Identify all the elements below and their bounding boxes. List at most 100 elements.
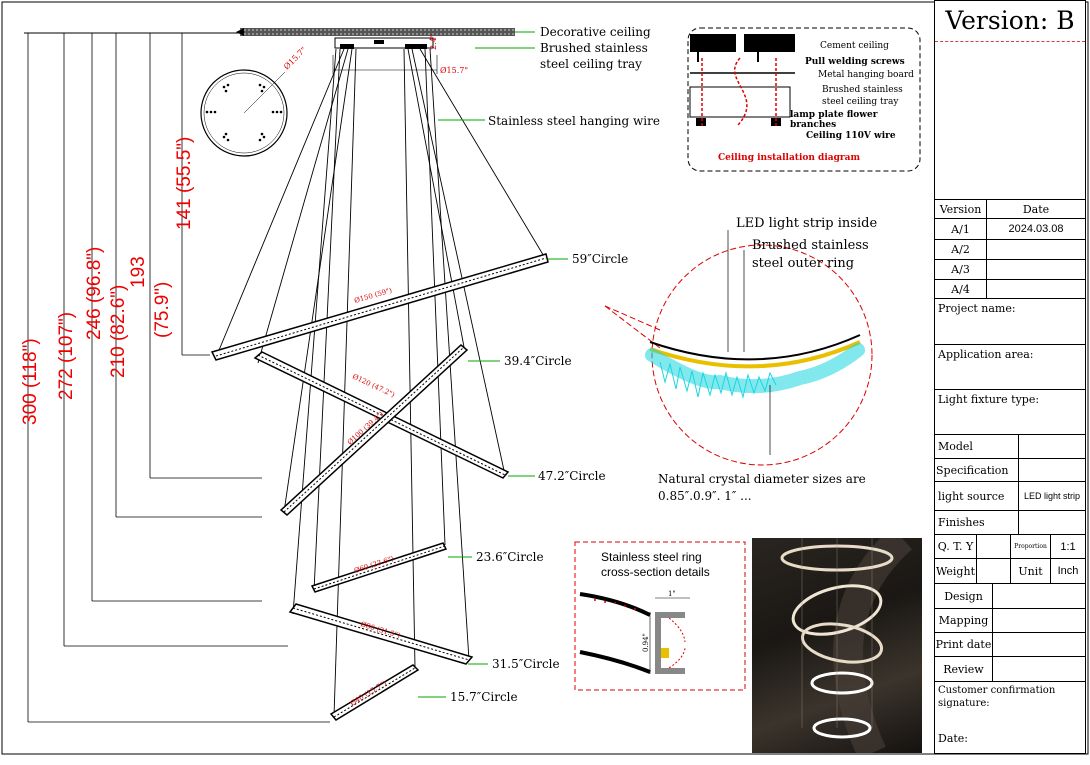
label-hanging-wire: Stainless steel hanging wire xyxy=(488,114,660,128)
finishes-label: Finishes xyxy=(935,511,1019,534)
date-cell xyxy=(987,280,1085,298)
date-cell xyxy=(987,260,1085,279)
label-outer-ring-2: steel outer ring xyxy=(752,256,854,271)
version-row: A/4 xyxy=(935,280,1085,299)
cs-height: 0.94" xyxy=(642,633,650,652)
label-circle-15: 15.7″Circle xyxy=(450,690,518,704)
proportion-value: 1:1 xyxy=(1060,540,1076,553)
light-source-value: LED light strip xyxy=(1023,491,1081,501)
inst-board: Metal hanging board xyxy=(818,70,914,80)
ring-59 xyxy=(210,253,549,361)
date-cell xyxy=(987,240,1085,259)
label-circle-59: 59″Circle xyxy=(572,252,628,266)
label-crystal-1: Natural crystal diameter sizes are xyxy=(658,472,866,486)
version-col: Version xyxy=(935,200,987,218)
customer-label-2: signature: xyxy=(938,698,990,709)
customer-date-label: Date: xyxy=(938,732,969,745)
customer-row: Customer confirmation signature: Date: xyxy=(935,682,1085,753)
finishes-row: Finishes xyxy=(935,511,1085,535)
label-circle-47: 47.2″Circle xyxy=(538,469,606,483)
label-led-strip: LED light strip inside xyxy=(736,216,877,231)
version-cell: A/3 xyxy=(935,260,987,279)
date-col: Date xyxy=(1022,202,1050,216)
model-label: Model xyxy=(935,435,1019,458)
dim-300: 300 (118") xyxy=(20,338,41,425)
version-cell: A/2 xyxy=(935,240,987,259)
dim-272: 272 (107") xyxy=(56,312,77,400)
label-tray-1: Brushed stainless xyxy=(540,41,648,55)
dimension-lines xyxy=(27,33,330,723)
inst-title: Ceiling installation diagram xyxy=(718,153,860,163)
ring-15 xyxy=(329,664,420,721)
specification-label: Specification xyxy=(935,459,1019,481)
dim-141: 141 (55.5") xyxy=(174,137,195,230)
light-source-label: light source xyxy=(935,482,1019,510)
customer-label-1: Customer confirmation xyxy=(938,685,1056,696)
inst-wire: Ceiling 110V wire xyxy=(806,131,896,141)
design-row: Design xyxy=(935,584,1085,609)
cs-title-2: cross-section details xyxy=(601,565,710,579)
label-circle-39: 39.4″Circle xyxy=(504,354,572,368)
weight-label: Weight xyxy=(935,559,977,583)
ceiling-tray xyxy=(334,37,434,49)
fixture-type-row: Light fixture type: xyxy=(935,390,1085,435)
unit-value: Inch xyxy=(1057,565,1079,577)
dim-plan-dia: Ø15.7" xyxy=(282,45,308,71)
date-cell: 2024.03.08 xyxy=(1008,223,1064,235)
label-tray-2: steel ceiling tray xyxy=(540,57,642,71)
inst-screws: Pull welding screws xyxy=(805,57,905,67)
decorative-ceiling xyxy=(236,28,515,36)
version-table-header: Version Date xyxy=(935,199,1085,219)
inst-tray2: steel ceiling tray xyxy=(822,97,899,107)
inst-lamp1: lamp plate flower xyxy=(790,110,878,120)
product-photo xyxy=(752,538,922,753)
mapping-row: Mapping xyxy=(935,609,1085,633)
dim-canopy-dia: Ø15.7" xyxy=(440,66,468,75)
fixture-type-label: Light fixture type: xyxy=(938,393,1040,406)
label-outer-ring-1: Brushed stainless xyxy=(752,238,869,253)
cs-title-1: Stainless steel ring xyxy=(601,550,702,564)
model-row: Model xyxy=(935,435,1085,459)
installation-diagram xyxy=(687,27,921,172)
inst-tray1: Brushed stainless xyxy=(822,85,903,95)
version-row: A/1 2024.03.08 xyxy=(935,219,1085,240)
inst-cement: Cement ceiling xyxy=(820,41,889,51)
label-crystal-2: 0.85″.0.9″. 1″ ... xyxy=(658,489,752,503)
label-circle-23: 23.6″Circle xyxy=(476,550,544,564)
inst-lamp2: branches xyxy=(790,120,836,130)
application-area-row: Application area: xyxy=(935,345,1085,390)
version-cell: A/1 xyxy=(935,219,987,239)
version-cell: A/4 xyxy=(935,280,987,298)
specification-row: Specification xyxy=(935,459,1085,482)
project-name-row: Project name: xyxy=(935,299,1085,345)
version-row: A/3 xyxy=(935,260,1085,280)
dim-193: 193 xyxy=(128,256,149,288)
ring-detail-callout xyxy=(604,230,873,466)
mapping-label: Mapping xyxy=(935,609,993,632)
hanging-wires xyxy=(216,48,546,717)
print-date-row: Print date xyxy=(935,633,1085,657)
version-header: Version: B xyxy=(935,1,1085,42)
print-date-label: Print date xyxy=(935,633,993,656)
cross-section-detail xyxy=(574,541,746,691)
ring-47 xyxy=(279,344,469,516)
proportion-label: Proportion xyxy=(1011,535,1051,558)
dim-210: 210 (82.6") xyxy=(108,285,129,378)
project-name-label: Project name: xyxy=(938,302,1016,315)
cs-width: 1" xyxy=(668,590,676,598)
title-block: Version: B Version Date A/1 2024.03.08 A… xyxy=(934,0,1086,754)
unit-label: Unit xyxy=(1011,559,1051,583)
label-circle-31: 31.5″Circle xyxy=(492,657,560,671)
ring-39 xyxy=(253,351,510,479)
design-label: Design xyxy=(935,584,993,608)
review-row: Review xyxy=(935,657,1085,682)
dim-canopy-height: 2.4" xyxy=(429,34,438,50)
dim-193-inch: (75.9") xyxy=(152,282,173,338)
ring-31 xyxy=(288,603,474,665)
dim-r120: Ø120 (47.2") xyxy=(351,373,396,400)
weight-row: Weight Unit Inch xyxy=(935,559,1085,584)
qty-label: Q. T. Y xyxy=(935,535,977,558)
